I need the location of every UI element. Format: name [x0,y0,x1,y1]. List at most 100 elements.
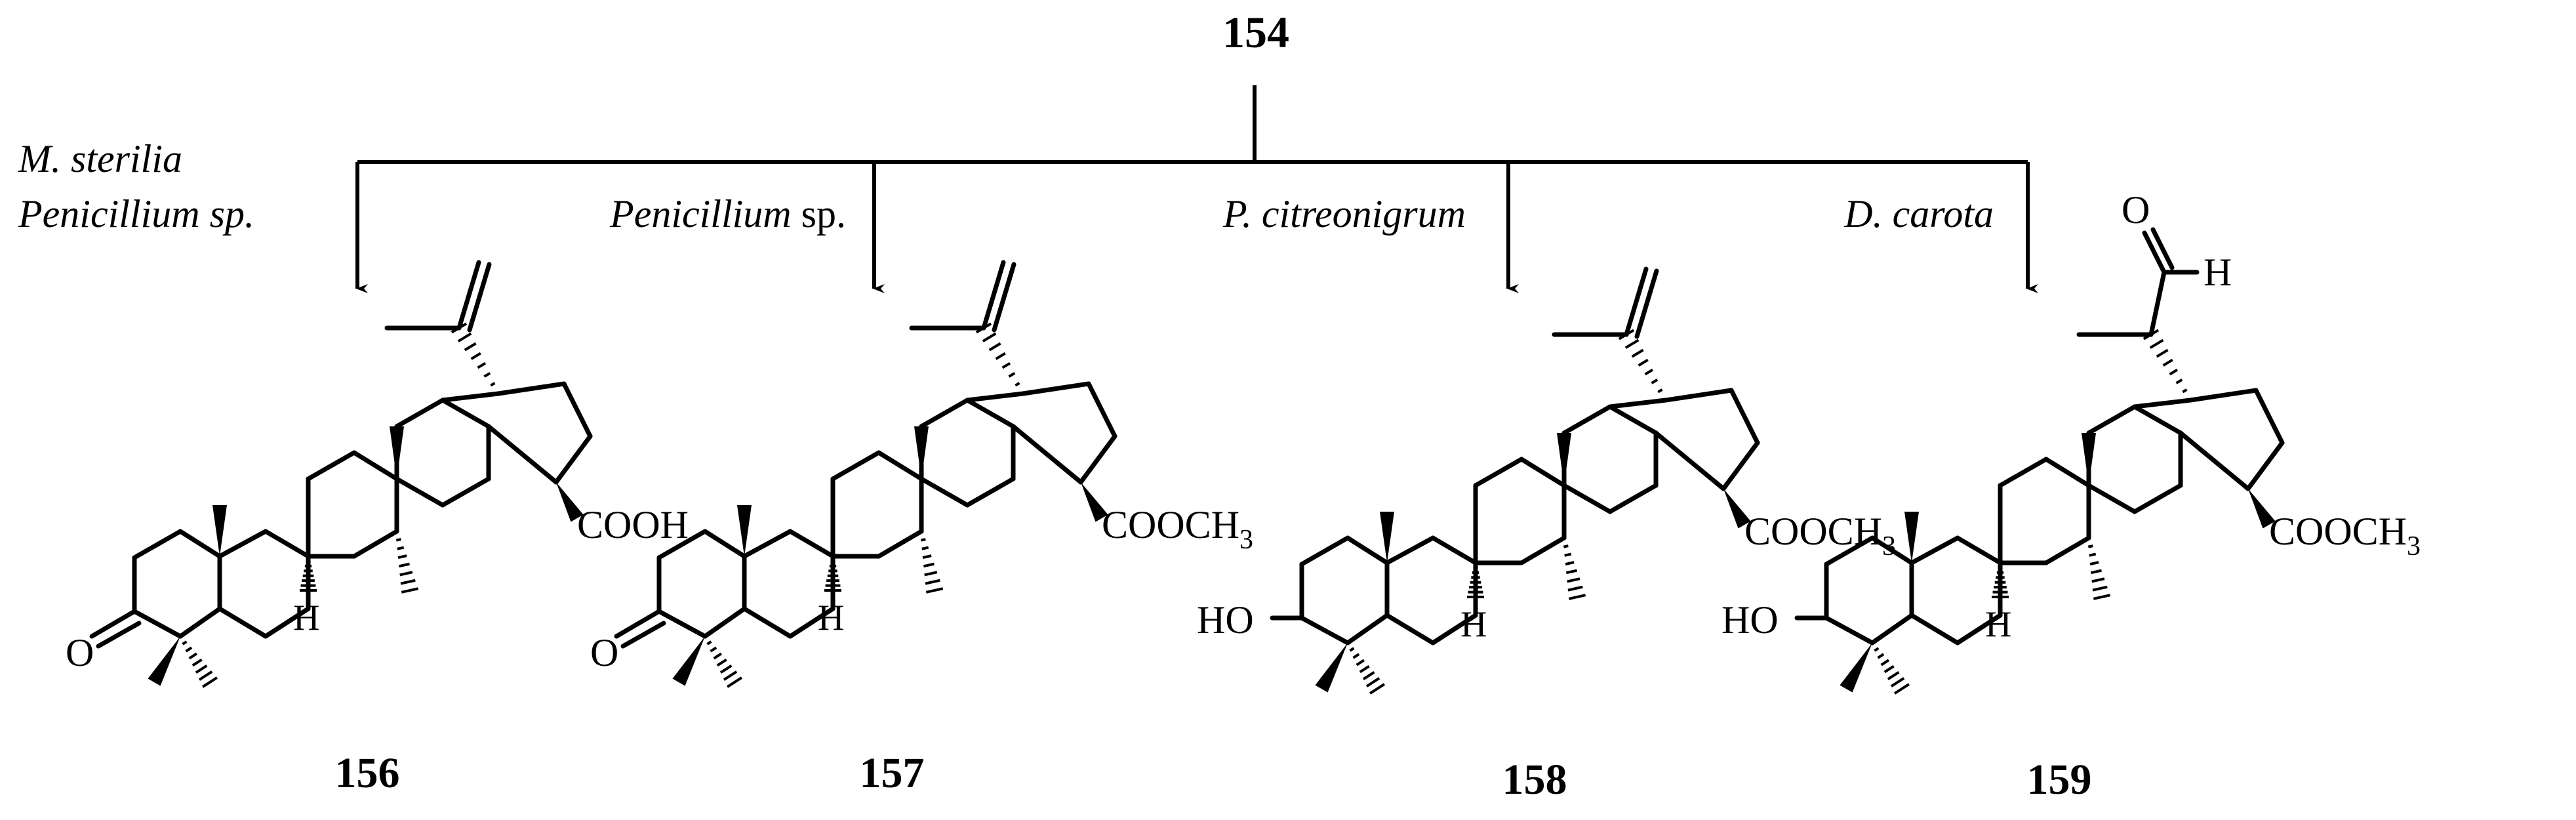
skeleton-bond [965,398,1016,429]
skeleton-bond [1430,613,1478,646]
methyl-hashed [2087,544,2111,600]
h-atom-label: H [1985,604,2011,645]
carboxyl-wedge [1081,482,1108,522]
gem-methyl-wedge [148,636,180,686]
hydroxyl-label: HO [1721,598,1779,642]
skeleton-bond [876,450,924,482]
skeleton-bond [788,606,835,639]
h-atom-label: H [818,598,844,638]
methyl-wedge [390,426,404,479]
organism-name-part: P. citreonigrum [1222,192,1466,236]
skeleton-bond [830,450,881,482]
start-compound-label: 154 [1222,7,1289,57]
product-number-label: 156 [335,749,400,797]
skeleton-bond [2245,440,2285,491]
h-hashed [300,560,317,592]
h-hashed [1467,566,1484,598]
skeleton-bond [1955,613,2003,646]
skeleton-bond [788,529,835,559]
skeleton-bond [1430,535,1478,565]
skeleton-bond [352,450,399,482]
skeleton-bond [742,529,793,559]
skeleton-bond [1345,535,1390,565]
organism-name-part: sp. [792,192,846,236]
aldehyde-bond [2150,227,2175,270]
skeleton-bond [1824,535,1875,567]
carboxyl-wedge [2248,489,2276,529]
skeleton-bond [1384,613,1436,646]
skeleton-bond [2086,483,2137,514]
methyl-wedge [914,426,929,479]
skeleton-bond [2132,404,2183,436]
side-chain-hashed [1618,329,1663,394]
carboxyl-text: COOCH [2269,510,2407,553]
organism-label: Penicillium sp. [18,192,254,236]
hydroxyl-label: HO [1197,598,1254,642]
skeleton-bond [919,398,970,429]
skeleton-bond [440,476,491,508]
skeleton-bond [1020,381,1091,396]
skeleton-bond [1607,398,1668,409]
skeleton-bond [132,609,183,639]
gem-methyl-wedge [672,636,705,686]
skeleton-bond [132,529,183,560]
carboxyl-subscript: 3 [1239,525,1253,555]
branch-tree [357,85,2028,164]
skeleton-bond [1870,535,1914,565]
skeleton-bond [742,606,793,639]
carboxyl-subscript: 3 [2407,531,2421,562]
methyl-wedge [1380,512,1394,563]
organism-label: Penicillium sp. [609,192,846,236]
skeleton-bond [561,381,593,439]
skeleton-bond [2086,404,2137,436]
carbonyl-bond [89,609,137,639]
carbonyl-oxygen-label: O [66,631,94,674]
skeleton-bond [2253,388,2285,445]
h-hashed [824,560,841,592]
skeleton-bond [702,606,747,639]
skeleton-bond [1607,404,1659,436]
skeleton-bond [2043,535,2091,565]
methyl-wedge [1904,512,1919,563]
side-chain-bond [2148,270,2167,337]
skeleton-bond [1011,424,1083,485]
carboxyl-text: COOH [577,503,689,546]
organism-name-part: D. carota [1843,192,1994,236]
carboxyl-substituent-label: COOCH3 [1102,503,1253,555]
skeleton-bond [1663,388,1734,403]
skeleton-bond [656,529,708,560]
products-group: HOCOOH156HOCOOCH3157HHOCOOCH3158HHOCOOCH… [66,188,2421,804]
skeleton-bond [1561,404,1613,436]
methyl-wedge [2082,433,2096,485]
skeleton-bond [1721,440,1760,491]
h-atom-label: H [293,598,319,638]
product-number-label: 159 [2027,756,2092,804]
carbonyl-bond [614,609,662,639]
skeleton-bond [263,529,311,559]
skeleton-bond [1998,457,2049,488]
organism-label: D. carota [1843,192,1994,236]
isopropenyl-double-bond [981,260,1006,331]
isopropenyl-double-bond [467,262,492,333]
skeleton-bond [1870,613,1914,646]
arrows-group [355,162,2038,293]
h-atom-label: H [1460,604,1487,645]
gem-methyl-hashed [706,640,743,688]
skeleton-bond [1653,430,1726,491]
organism-label: M. sterilia [18,137,182,180]
gem-methyl-hashed [1874,647,1910,695]
isopropenyl-double-bond [992,262,1016,333]
organism-name-part: M. sterilia [18,137,182,180]
methyl-wedge [737,505,752,556]
carboxyl-wedge [1723,489,1751,529]
skeleton-bond [1345,613,1390,646]
skeleton-bond [1607,483,1659,514]
methyl-hashed [395,538,419,594]
skeleton-bond [1299,535,1350,567]
skeleton-bond [1473,457,1524,488]
skeleton-bond [263,606,311,639]
